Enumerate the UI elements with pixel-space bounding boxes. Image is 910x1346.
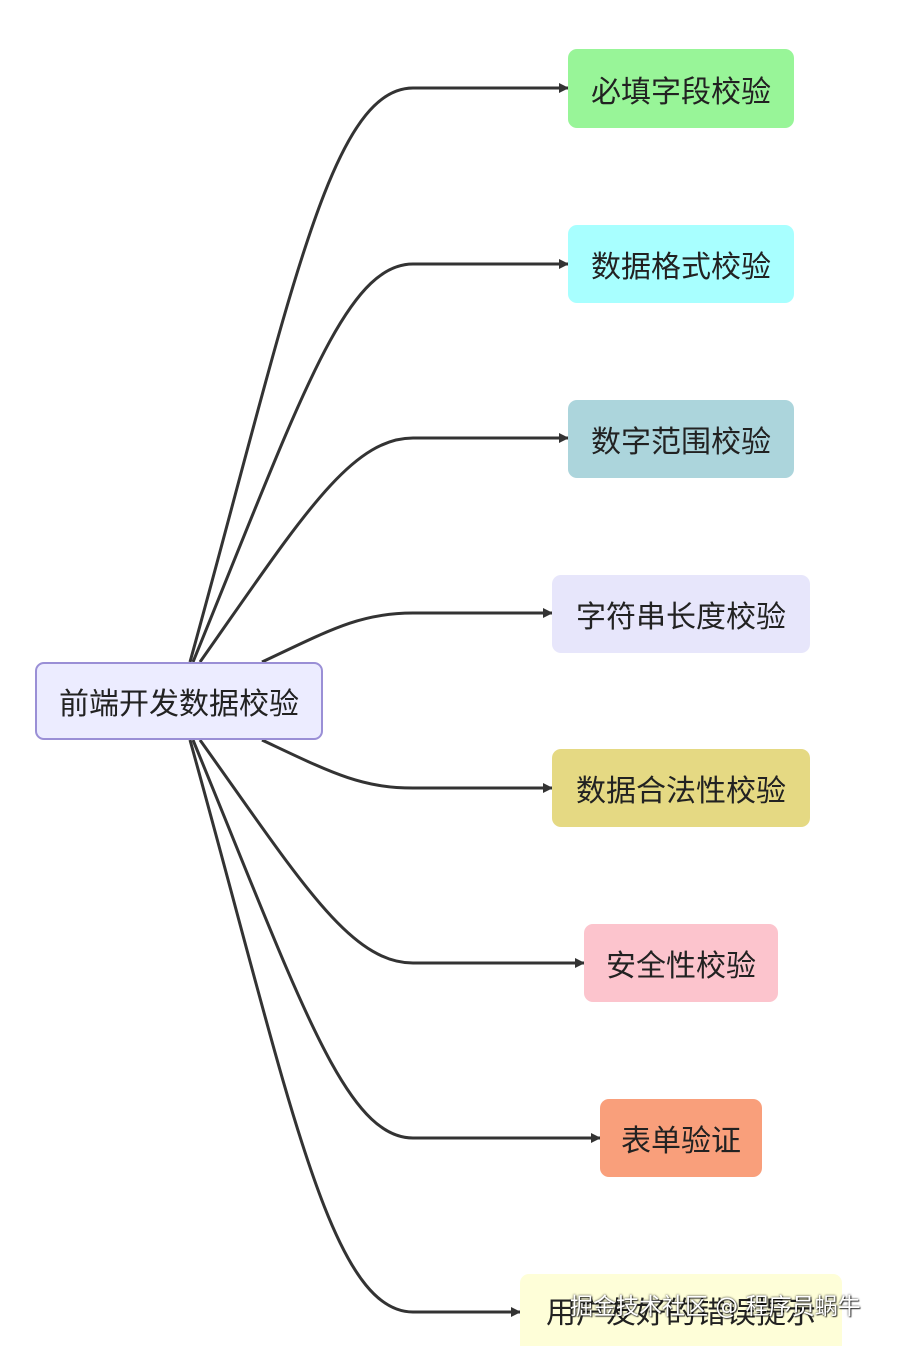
- node-error-hints: 用户友好的错误提示: [520, 1274, 842, 1346]
- edge-to-data-format: [191, 259, 569, 663]
- edge-to-number-range: [198, 433, 569, 663]
- node-label: 数据合法性校验: [576, 774, 786, 809]
- root-node-label: 前端开发数据校验: [59, 687, 299, 722]
- root-node: 前端开发数据校验: [35, 662, 323, 740]
- node-required-field: 必填字段校验: [568, 49, 794, 128]
- edge-to-string-length: [261, 608, 553, 664]
- edge-to-form-validation: [191, 739, 601, 1143]
- node-label: 必填字段校验: [591, 74, 771, 110]
- node-label: 用户友好的错误提示: [546, 1296, 816, 1331]
- node-string-length: 字符串长度校验: [552, 575, 810, 653]
- node-label: 数字范围校验: [591, 425, 771, 460]
- edge-to-security: [198, 739, 585, 968]
- node-label: 数据格式校验: [591, 250, 771, 285]
- node-label: 表单验证: [621, 1124, 741, 1159]
- edges-group: [188, 83, 601, 1317]
- node-security: 安全性校验: [584, 924, 778, 1002]
- node-form-validation: 表单验证: [600, 1099, 762, 1177]
- node-number-range: 数字范围校验: [568, 400, 794, 478]
- edge-to-required-field: [188, 83, 569, 663]
- watermark: 掘金技术社区 @ 程序员蜗牛: [570, 1294, 861, 1320]
- edge-to-error-hints: [188, 739, 521, 1317]
- node-data-validity: 数据合法性校验: [552, 749, 810, 827]
- node-label: 安全性校验: [606, 949, 756, 984]
- edge-to-data-validity: [261, 738, 553, 793]
- node-data-format: 数据格式校验: [568, 225, 794, 303]
- node-label: 字符串长度校验: [576, 600, 786, 635]
